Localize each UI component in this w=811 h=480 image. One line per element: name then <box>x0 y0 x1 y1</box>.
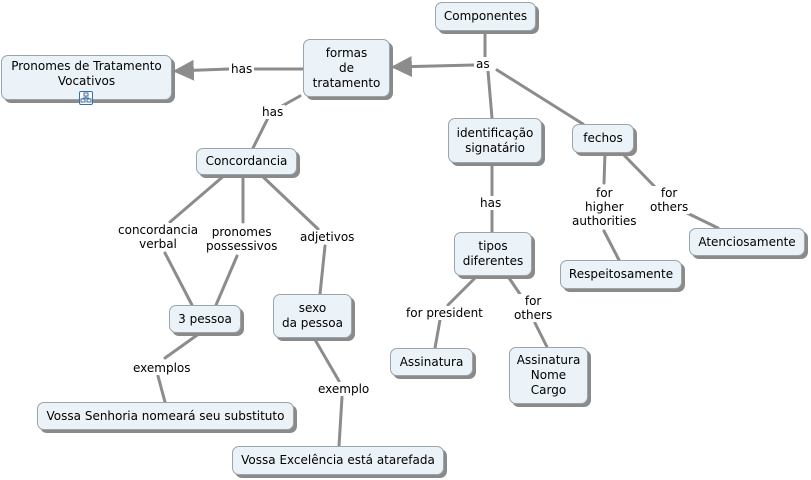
concept-fechos[interactable]: fechos <box>572 124 634 153</box>
concept-sexo-da-pessoa[interactable]: sexo da pessoa <box>273 294 352 338</box>
concept-assinatura[interactable]: Assinatura <box>390 348 473 376</box>
concept-pronomes-de-tratamento[interactable]: Pronomes de Tratamento Vocativos <box>1 55 172 100</box>
connector-sexo-exemplo <box>312 336 341 383</box>
link-for-president: for president <box>404 306 485 320</box>
concept-vossa-excelencia[interactable]: Vossa Excelência está atarefada <box>232 446 444 475</box>
link-has-concordancia: has <box>260 105 286 119</box>
link-exemplos: exemplos <box>131 361 193 375</box>
concept-concordancia[interactable]: Concordancia <box>196 148 297 175</box>
concept-vossa-senhoria[interactable]: Vossa Senhoria nomeará seu substituto <box>37 402 294 430</box>
concept-componentes[interactable]: Componentes <box>435 2 536 31</box>
link-pronomes-possessivos: pronomes possessivos <box>204 225 280 253</box>
concept-formas-de-tratamento[interactable]: formas de tratamento <box>303 39 390 97</box>
resource-icon[interactable] <box>79 91 93 105</box>
connector-concordancia-adjetivos <box>258 172 320 231</box>
connector-verbal-3pessoa <box>163 251 194 307</box>
link-exemplo: exemplo <box>316 382 372 396</box>
connector-exemplo-excelencia <box>337 395 344 448</box>
connector-as-formas <box>390 56 476 78</box>
link-for-higher-authorities: for higher authorities <box>570 186 639 228</box>
connector-higher-respeitosamente <box>602 229 622 264</box>
connector-fechos-others <box>620 151 658 190</box>
connector-others-atenciosamente <box>683 210 720 230</box>
link-has-tipos: has <box>478 196 504 210</box>
concept-3-pessoa[interactable]: 3 pessoa <box>169 305 241 333</box>
connector-3pessoa-exemplos <box>163 331 202 360</box>
connector-fechos-higher <box>602 151 607 185</box>
link-adjetivos: adjetivos <box>298 230 357 244</box>
connector-possessivos-3pessoa <box>214 254 239 307</box>
connector-others-assinatura <box>533 321 549 349</box>
connector-as-identificacao <box>486 69 494 120</box>
concept-respeitosamente[interactable]: Respeitosamente <box>560 260 682 289</box>
connector-has-pronomes <box>172 59 231 81</box>
connector-has2-concordancia <box>250 116 270 152</box>
connector-formas-has2 <box>280 94 302 108</box>
link-concordancia-verbal: concordancia verbal <box>116 223 201 251</box>
connector-adjetivos-sexo <box>318 244 327 296</box>
concept-atenciosamente[interactable]: Atenciosamente <box>689 228 805 256</box>
link-has-pronomes: has <box>229 62 255 76</box>
connector-concordancia-verbal <box>168 172 228 224</box>
concept-assinatura-nome-cargo[interactable]: Assinatura Nome Cargo <box>509 347 588 404</box>
concept-identificacao-signatario[interactable]: identificação signatário <box>448 118 542 163</box>
link-for-others-tipos: for others <box>512 294 555 322</box>
connector-president-assinatura <box>433 318 442 350</box>
connector-exemplos-vossa <box>156 374 167 404</box>
link-for-others-fechos: for others <box>648 186 691 214</box>
connector-tipos-president <box>446 273 480 307</box>
concept-tipos-diferentes[interactable]: tipos diferentes <box>454 232 532 276</box>
link-as: as <box>474 57 492 71</box>
connector-as-fechos <box>495 68 585 126</box>
